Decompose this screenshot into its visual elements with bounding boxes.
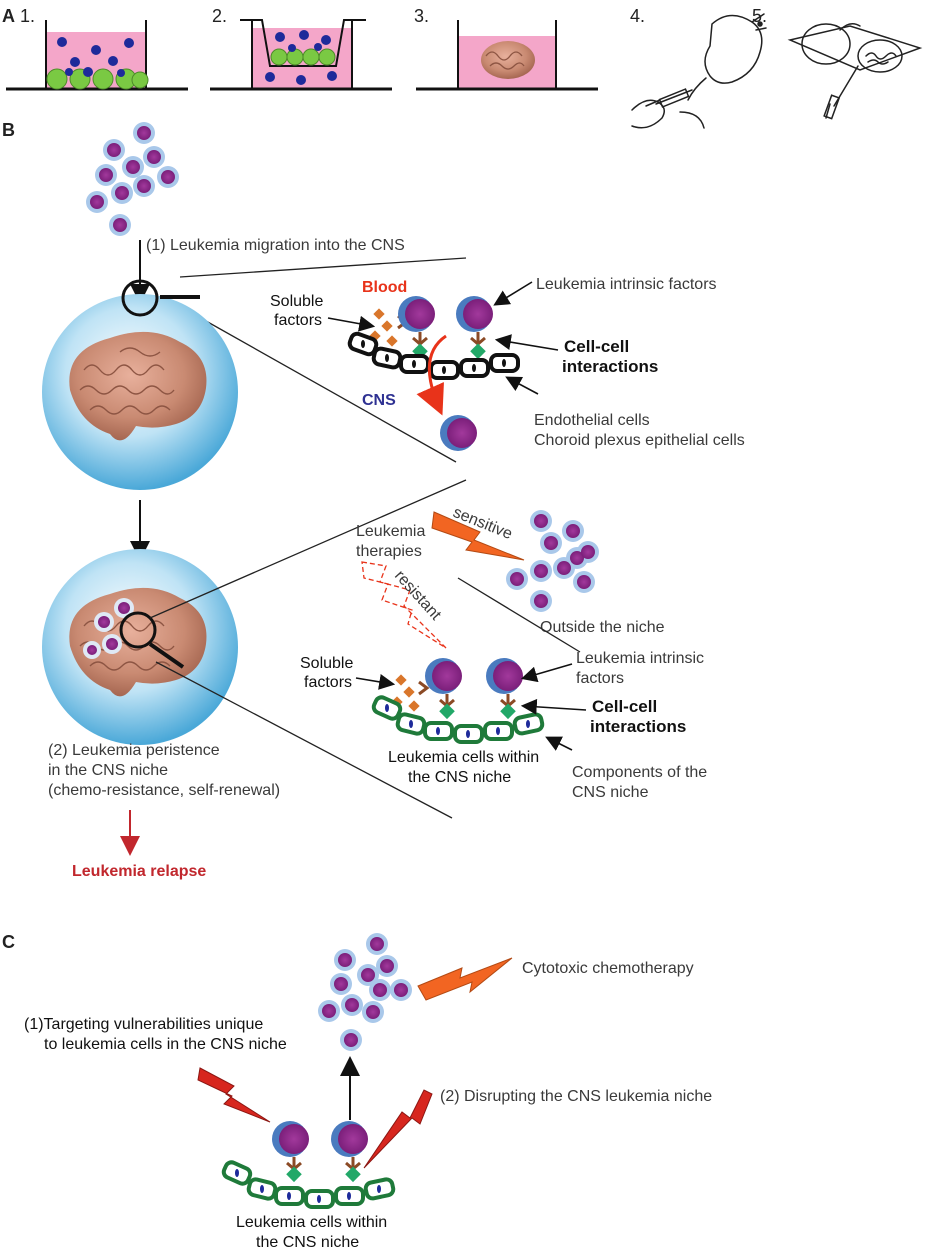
stromal-cells: [46, 68, 149, 90]
magnifier-icon: [121, 279, 200, 317]
cns-label: CNS: [362, 392, 396, 409]
step-2-label: 2.: [212, 6, 227, 26]
cytotoxic-bolt: [417, 957, 513, 1001]
sensitive-bolt: [431, 511, 525, 561]
brain-bubble-1: [42, 294, 238, 490]
outside-niche-label: Outside the niche: [540, 619, 665, 636]
step-5-label: 5.: [752, 6, 767, 26]
migration-label: (1) Leukemia migration into the CNS: [146, 237, 405, 254]
soluble-factor-diamonds: [369, 308, 398, 347]
niche-cells-c: [221, 1121, 396, 1209]
insert-cells: [270, 48, 336, 66]
resistant-bolt: [361, 561, 447, 649]
leukemia-dots-2: [265, 30, 337, 85]
mouse-injection-sketch: [631, 13, 767, 129]
leukemia-cell-cluster: [86, 122, 179, 236]
zoom-lines-2: [149, 479, 467, 819]
endothelial-barrier: [347, 331, 520, 380]
targeting-bolt: [197, 1067, 271, 1123]
niche-barrier: [371, 695, 545, 744]
relapse-label: Leukemia relapse: [72, 863, 206, 880]
panel-a-letter: A: [2, 6, 15, 26]
zoom-lines-1: [179, 257, 467, 463]
panel-c-letter: C: [2, 932, 15, 952]
leukemia-dots: [57, 37, 134, 77]
dissection-sketch: [787, 23, 923, 120]
intrinsic-factors-label: Leukemia intrinsic factors: [536, 276, 717, 293]
step-3-label: 3.: [414, 6, 429, 26]
magnifier-icon-2: [119, 611, 185, 669]
step-1-label: 1.: [20, 6, 35, 26]
well-transwell: [210, 19, 392, 91]
resistant-label: resistant: [391, 567, 444, 624]
outside-niche-cells: [506, 510, 599, 612]
treated-cell-cluster: [318, 933, 412, 1051]
blood-label: Blood: [362, 279, 407, 296]
disrupting-label: (2) Disrupting the CNS leukemia niche: [440, 1088, 712, 1105]
panel-b-letter: B: [2, 120, 15, 140]
cytotoxic-label: Cytotoxic chemotherapy: [522, 960, 694, 977]
well-brain-explant: [416, 20, 598, 91]
disrupting-bolt: [363, 1089, 433, 1169]
well-coculture: [6, 20, 188, 91]
step-4-label: 4.: [630, 6, 645, 26]
